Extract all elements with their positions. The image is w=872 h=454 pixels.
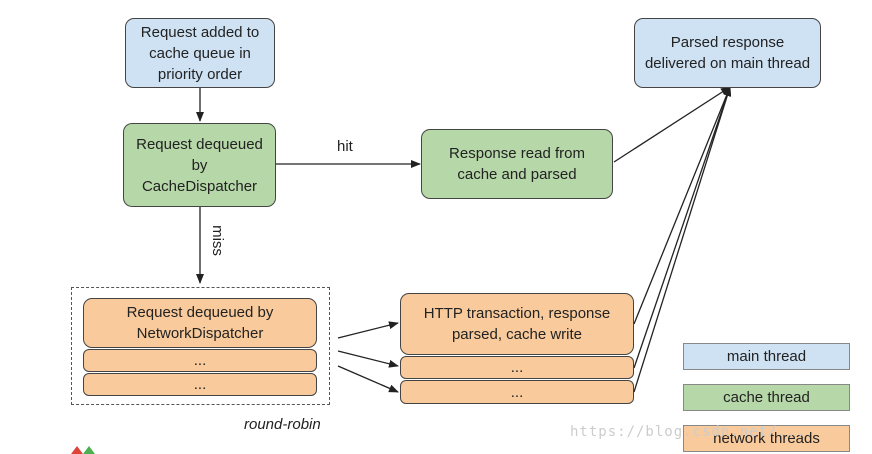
watermark: https://blog.csdn.net/... [570,424,806,440]
arrow-http-to-delivered-1 [633,86,731,325]
network-dispatcher-group [71,287,330,405]
node-http-ellipsis-2: ... [400,380,634,404]
node-request-added-text: Request added to cache queue in priority… [140,23,260,83]
legend-main-thread-text: main thread [726,348,807,365]
node-cache-dequeue-text: Request dequeued by CacheDispatcher [136,135,263,195]
node-delivered-text: Parsed response delivered on main thread [644,34,811,72]
arrow-cache-to-delivered [613,86,731,163]
legend-cache-thread-text: cache thread [723,389,810,406]
node-cache-read: Response read from cache and parsed [421,129,613,199]
arrow-rr-3 [337,365,399,393]
legend-network-threads: network threads [683,425,850,452]
node-http-transaction: HTTP transaction, response parsed, cache… [400,293,634,355]
label-hit: hit [337,138,353,155]
arrow-rr-1 [337,321,399,339]
node-http-ellipsis-1-text: ... [510,359,524,376]
node-http-ellipsis-2-text: ... [510,383,524,401]
node-network-ellipsis-2: ... [83,373,317,396]
node-network-ellipsis-1-text: ... [193,352,207,369]
legend-network-threads-text: network threads [713,430,820,447]
legend-cache-thread: cache thread [683,384,850,411]
label-miss: miss [208,225,226,256]
node-cache-read-text: Response read from cache and parsed [449,145,585,183]
arrow-rr-2 [337,350,399,368]
node-network-ellipsis-2-text: ... [193,376,207,393]
logo-icon [71,446,95,454]
arrow-http-to-delivered-3 [633,86,732,393]
node-request-added: Request added to cache queue in priority… [125,18,275,88]
node-network-dequeue-text: Request dequeued by NetworkDispatcher [126,304,274,342]
label-round-robin: round-robin [244,416,321,433]
node-network-ellipsis-1: ... [83,349,317,372]
arrow-http-to-delivered-2 [633,86,731,369]
node-network-dequeue: Request dequeued by NetworkDispatcher [83,298,317,348]
node-cache-dequeue: Request dequeued by CacheDispatcher [123,123,276,207]
node-http-ellipsis-1: ... [400,356,634,379]
legend-main-thread: main thread [683,343,850,370]
node-http-transaction-text: HTTP transaction, response parsed, cache… [423,305,611,343]
node-delivered: Parsed response delivered on main thread [634,18,821,88]
